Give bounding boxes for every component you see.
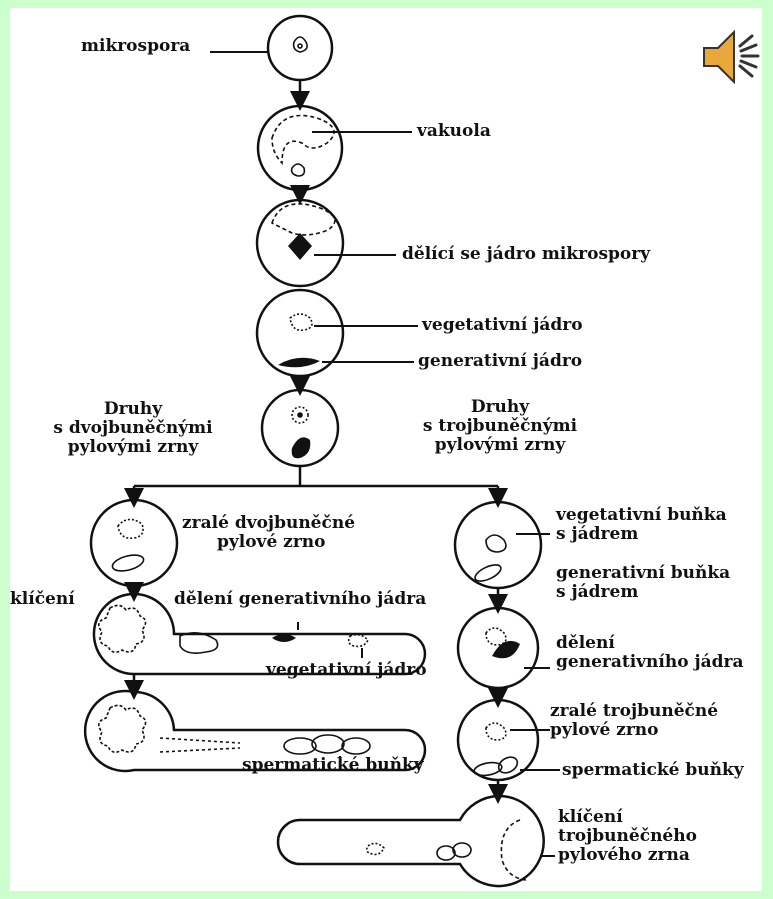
label-generativni-bunka: generativní buňka s jádrem	[556, 564, 730, 602]
label-vegetativni-jadro: vegetativní jádro	[422, 316, 583, 335]
label-deleni-generativniho-jadra-left: dělení generativního jádra	[174, 590, 426, 609]
pollen-tube-right	[278, 796, 544, 886]
speaker-icon[interactable]	[700, 28, 762, 86]
cell-zrale-dvojbunecne	[91, 500, 177, 586]
branch-generative-cell	[292, 437, 311, 458]
cell-vakuola	[258, 106, 342, 190]
label-kliceni-right-line3: pylového zrna	[558, 846, 697, 865]
label-deleni-right-line1: dělení	[556, 634, 744, 653]
label-zrale-dvojbunecne-line1: zralé dvojbuněčné	[182, 514, 355, 533]
label-generativni-jadro: generativní jádro	[418, 352, 582, 371]
label-deleni-right: dělení generativního jádra	[556, 634, 744, 672]
label-zrale-dvojbunecne-line2: pylové zrno	[182, 533, 355, 552]
label-zrale-trojbunecne: zralé trojbuněčné pylové zrno	[550, 702, 718, 740]
label-vegetativni-jadro-left: vegetativní jádro	[266, 661, 427, 680]
label-vakuola: vakuola	[417, 122, 491, 141]
left-group-title-line2: s dvojbuněčnými	[48, 419, 218, 438]
right-group-title-line1: Druhy	[410, 398, 590, 417]
label-vegetativni-bunka-line2: s jádrem	[556, 525, 727, 544]
left-group-title-line3: pylovými zrny	[48, 438, 218, 457]
label-kliceni-right-line1: klíčení	[558, 808, 697, 827]
cell-vegetativni-bunka	[455, 502, 541, 588]
label-spermaticke-bunky-right: spermatické buňky	[562, 761, 744, 780]
left-group-title: Druhy s dvojbuněčnými pylovými zrny	[48, 400, 218, 457]
dividing-nucleus	[288, 233, 312, 260]
right-group-title: Druhy s trojbuněčnými pylovými zrny	[410, 398, 590, 455]
label-vegetativni-bunka-line1: vegetativní buňka	[556, 506, 727, 525]
label-deleni-right-line2: generativního jádra	[556, 653, 744, 672]
dividing-generative-right	[492, 641, 520, 658]
diagram-canvas: mikrospora vakuola dělící se jádro mikro…	[10, 8, 762, 891]
label-zrale-dvojbunecne: zralé dvojbuněčné pylové zrno	[182, 514, 355, 552]
label-mikrospora: mikrospora	[81, 37, 190, 56]
label-kliceni-left: klíčení	[10, 590, 75, 609]
label-zrale-trojbunecne-line1: zralé trojbuněčné	[550, 702, 718, 721]
right-group-title-line2: s trojbuněčnými	[410, 417, 590, 436]
left-group-title-line1: Druhy	[48, 400, 218, 419]
right-group-title-line3: pylovými zrny	[410, 436, 590, 455]
label-kliceni-right: klíčení trojbuněčného pylového zrna	[558, 808, 697, 865]
label-kliceni-right-line2: trojbuněčného	[558, 827, 697, 846]
label-generativni-bunka-line2: s jádrem	[556, 583, 730, 602]
label-generativni-bunka-line1: generativní buňka	[556, 564, 730, 583]
label-deleni-jadra-mikrospory: dělící se jádro mikrospory	[402, 245, 650, 264]
label-vegetativni-bunka: vegetativní buňka s jádrem	[556, 506, 727, 544]
label-spermaticke-bunky-left: spermatické buňky	[242, 756, 424, 775]
generative-nucleus	[278, 358, 320, 367]
label-zrale-trojbunecne-line2: pylové zrno	[550, 721, 718, 740]
